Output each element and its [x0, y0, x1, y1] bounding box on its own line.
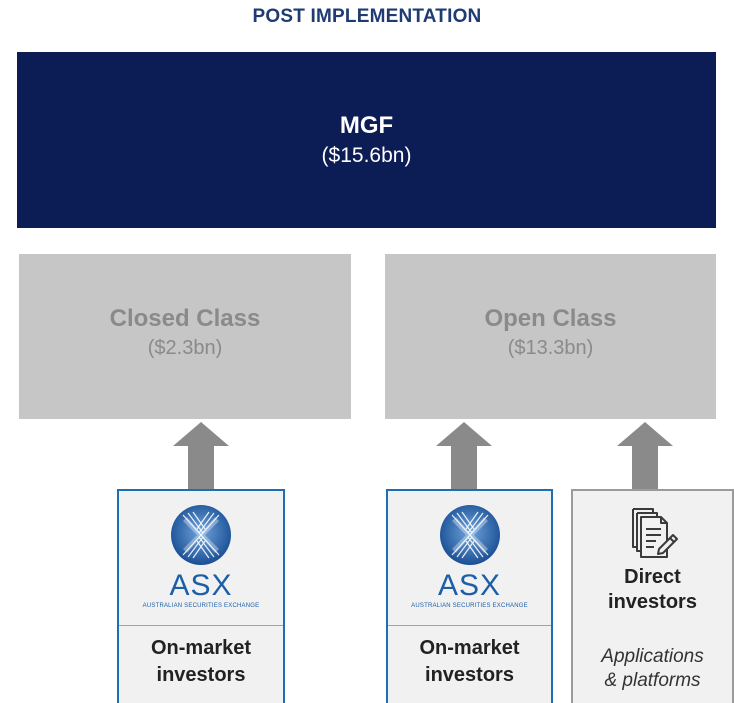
up-arrow-icon	[617, 422, 673, 490]
label-line-2: investors	[608, 591, 697, 613]
asx-logo-text: ASX	[169, 569, 233, 602]
mgf-name: MGF	[339, 112, 394, 139]
closed-class-name: Closed Class	[109, 305, 261, 332]
asx-logo-subtext: AUSTRALIAN SECURITIES EXCHANGE	[142, 603, 260, 609]
closed-class-value: ($2.3bn)	[147, 337, 223, 359]
on-market-investors-label: On-market investors	[119, 635, 283, 689]
label-line-2: investors	[156, 664, 246, 686]
asx-x-icon	[171, 505, 231, 565]
divider	[388, 625, 551, 626]
direct-investors-label: Direct investors	[573, 565, 732, 615]
asx-x-icon	[439, 505, 500, 565]
direct-investors-card: Direct investors Applications & platform…	[571, 489, 734, 703]
diagram-title: POST IMPLEMENTATION	[252, 6, 482, 27]
asx-logo-subtext: AUSTRALIAN SECURITIES EXCHANGE	[411, 603, 528, 609]
asx-logo-text: ASX	[437, 569, 502, 602]
up-arrow-icon	[436, 422, 492, 490]
documents-pen-icon	[631, 508, 678, 558]
mgf-value: ($15.6bn)	[321, 144, 412, 167]
label-line-1: On-market	[419, 637, 520, 659]
subtitle-line-2: & platforms	[604, 670, 701, 691]
asx-logo: ASX AUSTRALIAN SECURITIES EXCHANGE	[388, 503, 551, 609]
on-market-investors-card-open: ASX AUSTRALIAN SECURITIES EXCHANGE On-ma…	[386, 489, 553, 703]
label-line-2: investors	[425, 664, 514, 686]
on-market-investors-card-closed: ASX AUSTRALIAN SECURITIES EXCHANGE On-ma…	[117, 489, 285, 703]
up-arrow-icon	[173, 422, 229, 490]
closed-class-box: Closed Class ($2.3bn)	[19, 254, 351, 419]
on-market-investors-label: On-market investors	[388, 635, 551, 689]
divider	[119, 625, 283, 626]
label-line-1: On-market	[150, 637, 252, 659]
label-line-1: Direct	[624, 566, 681, 588]
open-class-box: Open Class ($13.3bn)	[385, 254, 716, 419]
direct-investors-subtitle: Applications & platforms	[573, 645, 732, 693]
open-class-value: ($13.3bn)	[507, 337, 594, 359]
subtitle-line-1: Applications	[601, 646, 704, 667]
mgf-box: MGF ($15.6bn)	[17, 52, 716, 228]
open-class-name: Open Class	[484, 305, 617, 332]
asx-logo: ASX AUSTRALIAN SECURITIES EXCHANGE	[119, 503, 283, 609]
